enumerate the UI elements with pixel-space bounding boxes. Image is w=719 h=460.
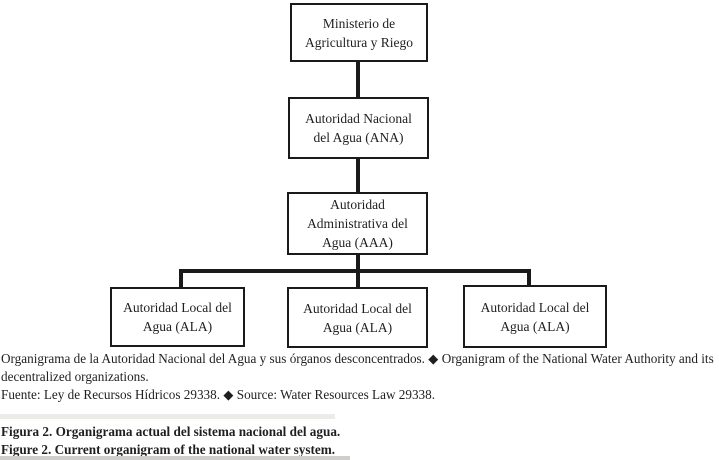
node-label-line: Agua (ALA): [500, 318, 570, 334]
connector-ana-aaa: [356, 158, 360, 194]
figure-caption-bilingual: Organigrama de la Autoridad Nacional del…: [1, 351, 714, 384]
node-autoridad-administrativa-aaa: Autoridad Administrativa del Agua (AAA): [287, 192, 428, 255]
node-label-line: Autoridad Local del: [480, 299, 590, 315]
node-autoridad-local-ala-2: Autoridad Local del Agua (ALA): [287, 287, 428, 348]
node-label-line: Autoridad Local del: [303, 300, 412, 316]
node-label-line: del Agua (ANA): [313, 130, 404, 145]
node-label-line: Agricultura y Riego: [305, 34, 413, 50]
figure-label-english: Figure 2. Current organigram of the nati…: [1, 441, 336, 457]
node-label-line: Agua (AAA): [322, 235, 393, 250]
node-label-line: Autoridad: [330, 197, 385, 212]
figure-source-bilingual: Fuente: Ley de Recursos Hídricos 29338. …: [1, 387, 436, 402]
figure-number-labels: Figura 2. Organigrama actual del sistema…: [1, 423, 718, 458]
connector-horizontal-bus: [179, 269, 531, 273]
node-autoridad-local-ala-1: Autoridad Local del Agua (ALA): [110, 287, 245, 347]
cropped-text-artifact-bottom: [0, 456, 350, 460]
connector-drop-ala-left: [179, 269, 183, 288]
node-label-line: Agua (ALA): [322, 319, 393, 335]
connector-ministerio-ana: [356, 61, 360, 99]
node-label-line: Autoridad Local del: [123, 300, 232, 315]
node-ministerio-agricultura: Ministerio de Agricultura y Riego: [290, 3, 428, 62]
connector-drop-ala-right: [527, 269, 531, 286]
figure-label-spanish: Figura 2. Organigrama actual del sistema…: [1, 424, 341, 439]
node-label-line: Administrativa del: [307, 216, 408, 231]
node-label-line: Agua (ALA): [142, 319, 213, 334]
node-autoridad-nacional-ana: Autoridad Nacional del Agua (ANA): [288, 97, 429, 159]
node-label-line: Ministerio de: [322, 15, 396, 31]
node-label-line: Autoridad Nacional: [305, 111, 412, 126]
figure-captions: Organigrama de la Autoridad Nacional del…: [1, 350, 718, 404]
cropped-text-artifact-top: [0, 414, 335, 419]
node-autoridad-local-ala-3: Autoridad Local del Agua (ALA): [463, 285, 607, 348]
